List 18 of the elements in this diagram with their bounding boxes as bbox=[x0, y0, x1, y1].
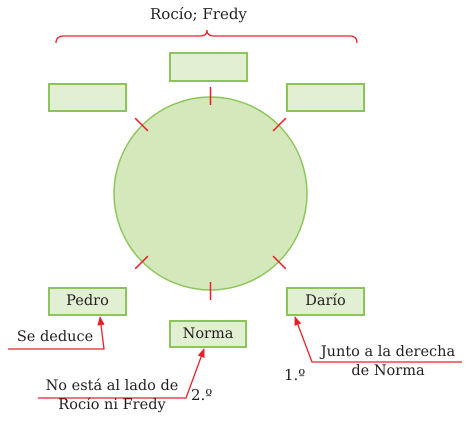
name-box bbox=[286, 287, 365, 316]
empty-seat-box bbox=[286, 83, 365, 112]
name-box bbox=[48, 287, 127, 316]
order-number: 2.º bbox=[191, 386, 212, 405]
name-box bbox=[169, 320, 247, 348]
clue-text: Junto a la derecha de Norma bbox=[318, 343, 456, 381]
clue-text: No está al lado de Rocío ni Fredy bbox=[44, 377, 180, 415]
leader-arrow bbox=[38, 348, 205, 399]
bracket-label: Rocío; Fredy bbox=[150, 5, 247, 24]
order-number: 1.º bbox=[284, 366, 306, 385]
name-text: Norma bbox=[182, 324, 234, 344]
empty-seat-box bbox=[48, 83, 127, 112]
leader-arrow bbox=[294, 316, 462, 363]
name-text: Darío bbox=[305, 292, 346, 311]
clue-text: Se deduce bbox=[16, 328, 94, 346]
empty-seat-box bbox=[169, 52, 248, 82]
leader-arrow bbox=[8, 316, 105, 350]
name-text: Pedro bbox=[66, 292, 109, 311]
